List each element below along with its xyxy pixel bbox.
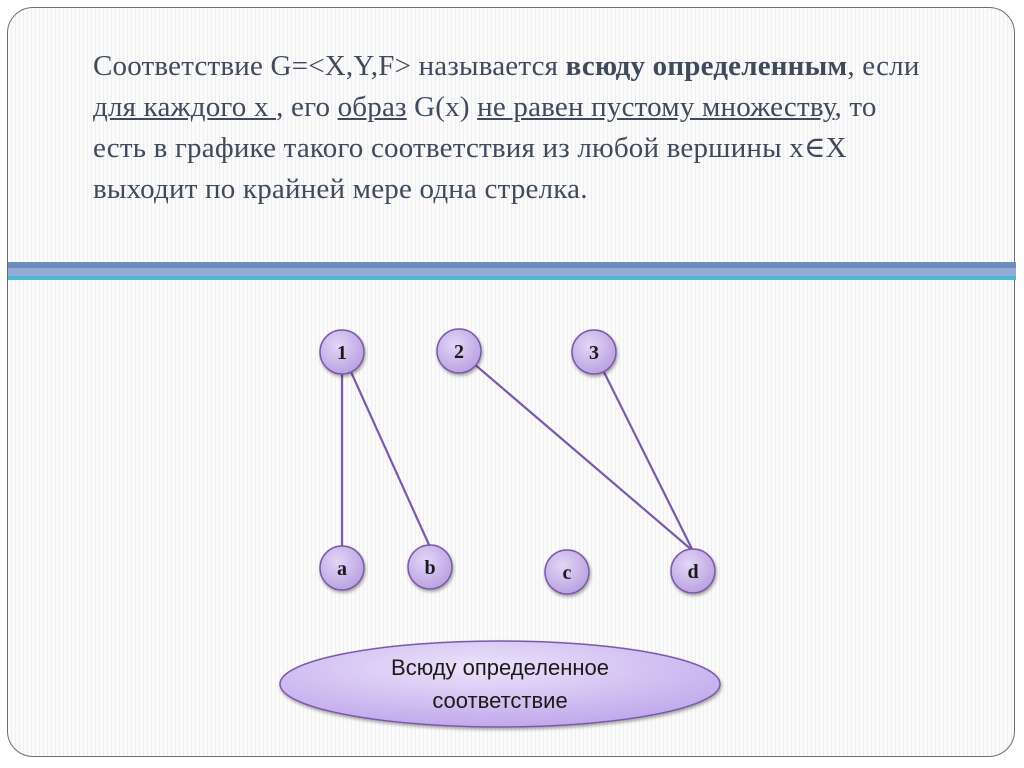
node-1: 1 bbox=[319, 329, 365, 375]
slide-frame bbox=[7, 7, 1015, 757]
divider-band bbox=[8, 262, 1016, 282]
node-2: 2 bbox=[436, 328, 482, 374]
node-b: b bbox=[407, 544, 453, 590]
edge-3-d bbox=[593, 351, 694, 552]
definition-text: Соответствие G=<X,Y,F> называется всюду … bbox=[93, 46, 933, 210]
underlined-phrase: для каждого х bbox=[93, 91, 277, 123]
edge-2-d bbox=[458, 350, 694, 552]
node-c: c bbox=[544, 549, 590, 595]
underlined-phrase: не равен пустому множеству bbox=[477, 91, 835, 123]
text-segment: , если bbox=[847, 50, 920, 82]
text-segment: Соответствие G=<X,Y,F> называется bbox=[93, 50, 566, 82]
node-label-2: 2 bbox=[454, 341, 464, 363]
node-label-c: c bbox=[563, 562, 572, 584]
caption-line-1: Всюду определенное bbox=[391, 655, 609, 680]
bold-term: всюду определенным bbox=[565, 50, 848, 82]
edge-1-b bbox=[340, 351, 432, 548]
node-a: a bbox=[319, 545, 365, 591]
node-label-d: d bbox=[687, 561, 698, 583]
text-segment: , его bbox=[276, 91, 338, 123]
node-label-b: b bbox=[424, 557, 435, 579]
text-segment: , то есть в графике такого соответствия … bbox=[93, 91, 877, 205]
caption-badge: Всюду определенное соответствие bbox=[279, 640, 721, 728]
node-3: 3 bbox=[571, 329, 617, 375]
node-d: d bbox=[670, 548, 716, 594]
caption-line-2: соответствие bbox=[432, 688, 567, 713]
node-label-3: 3 bbox=[589, 342, 599, 364]
text-segment: G(x) bbox=[406, 91, 478, 123]
underlined-phrase: образ bbox=[337, 91, 407, 123]
node-label-1: 1 bbox=[337, 342, 347, 364]
node-label-a: a bbox=[337, 558, 347, 580]
